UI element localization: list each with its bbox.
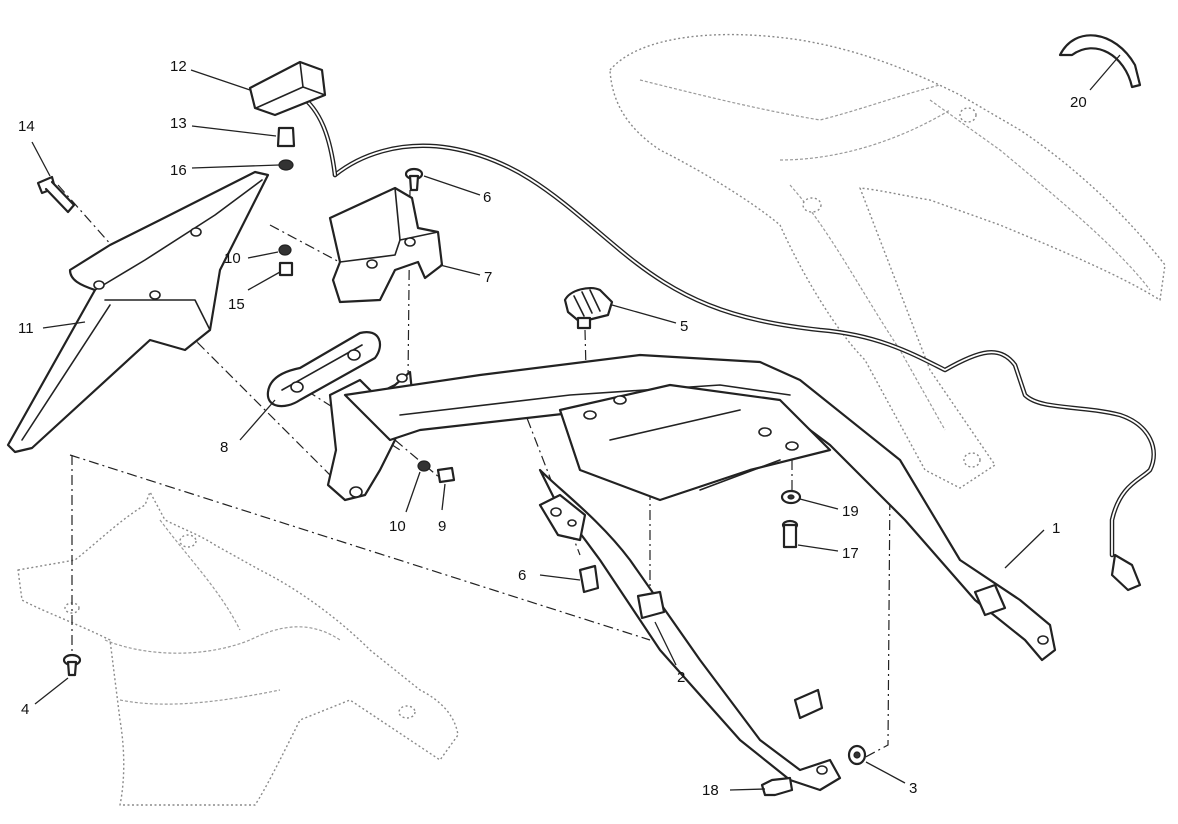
- part-10-washer-center: [417, 460, 431, 472]
- callout-20: 20: [1070, 94, 1087, 111]
- part-20-cable-clamp: [1058, 34, 1142, 89]
- callout-17: 17: [842, 545, 859, 562]
- part-4-screw: [62, 653, 82, 677]
- part-6-screw-lower: [578, 564, 600, 594]
- part-10-washer-left: [278, 244, 292, 256]
- callout-19: 19: [842, 503, 859, 520]
- part-15-screw: [278, 261, 294, 277]
- part-7-light-bracket: [328, 186, 444, 304]
- callout-18: 18: [702, 782, 719, 799]
- rear-mudguard-outline: [17, 491, 459, 806]
- part-6-screw-top: [404, 167, 424, 192]
- callout-10-center: 10: [389, 518, 406, 535]
- part-18-screw: [760, 776, 794, 797]
- callout-7: 7: [484, 269, 492, 286]
- part-3-nut: [847, 744, 867, 766]
- part-9-nut: [436, 466, 456, 484]
- tail-fairing-outline: [609, 33, 1166, 489]
- leader-lines: [31, 54, 1121, 791]
- part-1-rear-frame: [343, 353, 1057, 792]
- callout-12: 12: [170, 58, 187, 75]
- callout-11: 11: [18, 320, 34, 337]
- callout-5: 5: [680, 318, 688, 335]
- part-12-license-plate-light: [248, 60, 327, 117]
- part-19-washer: [780, 489, 802, 505]
- callout-16: 16: [170, 162, 187, 179]
- callout-3: 3: [909, 780, 917, 797]
- part-13-spacer: [276, 126, 296, 148]
- part-5-rubber-pad: [563, 286, 614, 330]
- callout-10-left: 10: [224, 250, 241, 267]
- callout-9: 9: [438, 518, 446, 535]
- part-11-plate-holder: [6, 170, 270, 454]
- callout-15: 15: [228, 296, 245, 313]
- part-16-washer: [278, 159, 294, 171]
- callout-8: 8: [220, 439, 228, 456]
- callout-13: 13: [170, 115, 187, 132]
- callout-2: 2: [677, 669, 685, 686]
- part-14-screw: [36, 175, 76, 214]
- part-2-clip-nut: [636, 590, 666, 620]
- callout-14: 14: [18, 118, 35, 135]
- part-8-reflector: [266, 331, 382, 408]
- callout-1: 1: [1052, 520, 1060, 537]
- callout-6-lower: 6: [518, 567, 526, 584]
- callout-6-top: 6: [483, 189, 491, 206]
- callout-4: 4: [21, 701, 29, 718]
- part-17-screw: [781, 519, 799, 549]
- callout-labels: 1 2 3 4 5 6 6 7 8 9 10 10 11 12 13 14 15…: [18, 58, 1087, 799]
